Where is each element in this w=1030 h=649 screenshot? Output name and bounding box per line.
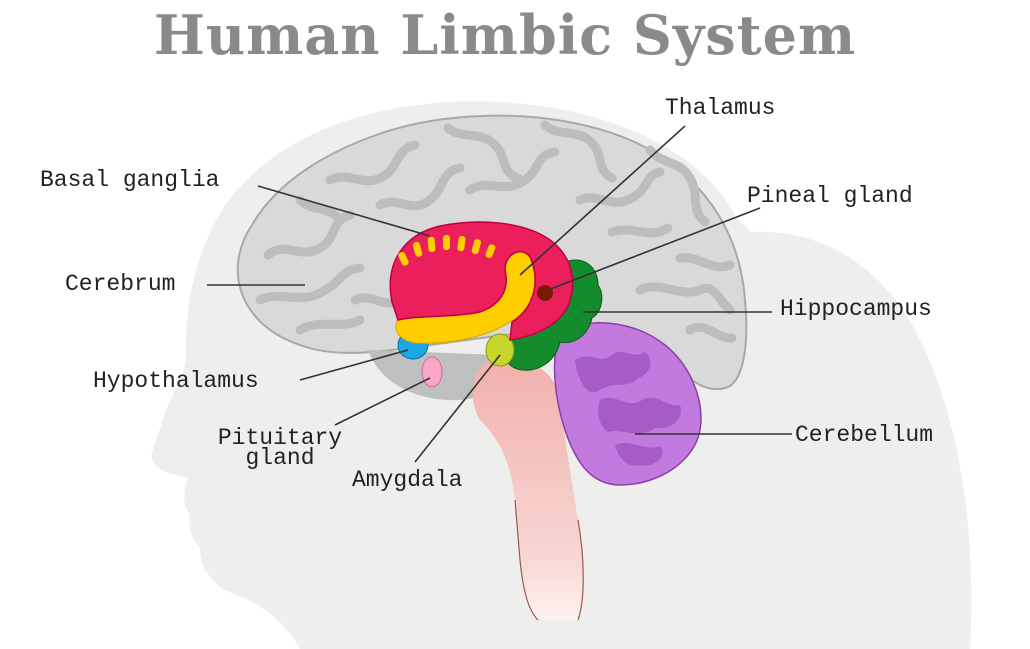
pineal-gland [537, 285, 553, 301]
label-pineal-gland: Pineal gland [747, 183, 913, 209]
amygdala [485, 333, 515, 367]
cerebellum-arbor [575, 351, 681, 466]
leader-lines [207, 125, 792, 463]
pituitary-gland [421, 356, 443, 388]
basal-ganglia-stripes [398, 235, 496, 266]
label-cerebellum: Cerebellum [795, 422, 933, 448]
leader-hypothalamus [299, 349, 409, 381]
basal-ganglia [389, 221, 574, 341]
cerebellum [553, 322, 702, 486]
label-thalamus: Thalamus [665, 95, 775, 121]
label-pituitary-line2: gland [245, 445, 314, 471]
leader-thalamus [519, 125, 686, 276]
labels: Thalamus Basal ganglia Pineal gland Cere… [40, 95, 933, 493]
label-amygdala: Amygdala [352, 467, 463, 493]
leader-pituitary-gland [334, 377, 431, 426]
leader-basal-ganglia [257, 185, 431, 237]
label-hypothalamus: Hypothalamus [93, 368, 259, 394]
brainstem [472, 359, 584, 621]
leader-amygdala [414, 354, 501, 463]
label-basal-ganglia: Basal ganglia [40, 167, 220, 193]
label-pituitary-line1: Pituitary [218, 425, 342, 451]
cerebrum-folds [255, 120, 737, 343]
label-hippocampus: Hippocampus [780, 296, 932, 322]
leader-pineal-gland [547, 207, 761, 291]
diagram-title: Human Limbic System [154, 3, 856, 67]
label-cerebrum: Cerebrum [65, 271, 175, 297]
